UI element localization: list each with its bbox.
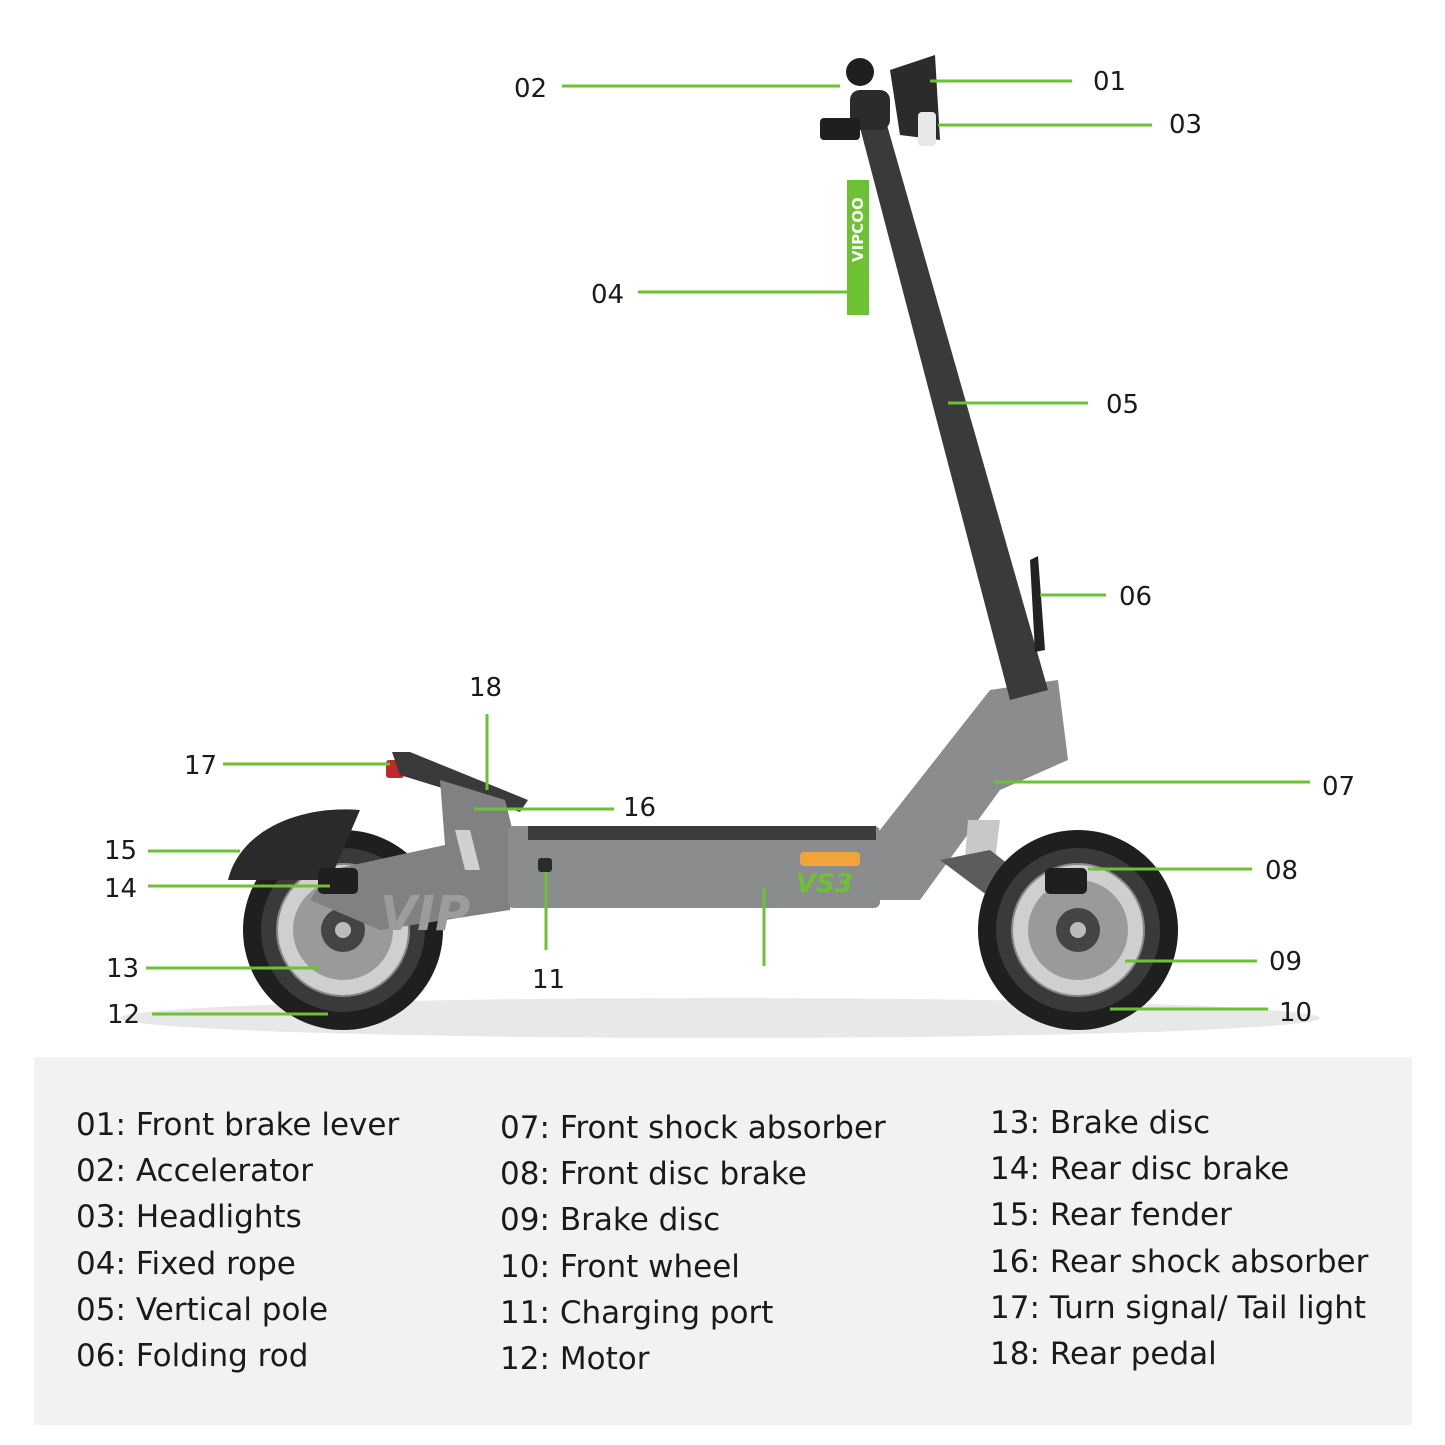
legend-column-2: 07:Front shock absorber 08:Front disc br… xyxy=(500,1105,886,1382)
callout-10: 10 xyxy=(1279,998,1312,1028)
rear-shock xyxy=(455,830,480,870)
vertical-pole xyxy=(858,118,1048,700)
front-disc-caliper xyxy=(1045,868,1087,894)
callout-13: 13 xyxy=(106,954,139,984)
deck-badge: VS3 xyxy=(796,869,853,899)
callout-18: 18 xyxy=(469,673,502,703)
legend-item: 03:Headlights xyxy=(76,1199,302,1236)
swingarm-text: VIP xyxy=(380,886,470,942)
legend-item: 11:Charging port xyxy=(500,1294,774,1331)
parts-legend: 01:Front brake lever 02:Accelerator 03:H… xyxy=(34,1057,1412,1425)
folding-rod xyxy=(1030,556,1045,652)
scooter-illustration: VIP VS3 VIPCOO xyxy=(228,55,1178,1030)
callout-16: 16 xyxy=(623,793,656,823)
callout-17: 17 xyxy=(184,751,217,781)
svg-text:VIPCOO: VIPCOO xyxy=(849,197,867,262)
legend-item: 14:Rear disc brake xyxy=(990,1151,1290,1188)
legend-item: 05:Vertical pole xyxy=(76,1291,329,1328)
legend-column-3: 13:Brake disc 14:Rear disc brake 15:Rear… xyxy=(990,1100,1368,1377)
charging-port xyxy=(538,858,552,872)
callout-06: 06 xyxy=(1119,582,1152,612)
front-wheel xyxy=(978,830,1178,1030)
callout-11: 11 xyxy=(532,965,565,995)
legend-item: 12:Motor xyxy=(500,1341,650,1378)
legend-item: 15:Rear fender xyxy=(990,1197,1232,1234)
front-neck xyxy=(880,680,1068,900)
legend-item: 09:Brake disc xyxy=(500,1202,721,1239)
legend-item: 13:Brake disc xyxy=(990,1105,1211,1141)
legend-item: 07:Front shock absorber xyxy=(500,1110,886,1146)
callout-02: 02 xyxy=(514,74,547,104)
legend-item: 04:Fixed rope xyxy=(76,1245,296,1282)
callout-15: 15 xyxy=(104,836,137,866)
callout-numbers: 01 02 03 04 05 06 07 08 09 10 11 12 13 1… xyxy=(104,67,1355,1030)
rear-disc-caliper xyxy=(318,868,358,894)
legend-item: 02:Accelerator xyxy=(76,1153,314,1190)
legend-item: 06:Folding rod xyxy=(76,1338,309,1375)
callout-03: 03 xyxy=(1169,110,1202,140)
callout-05: 05 xyxy=(1106,390,1139,420)
callout-07: 07 xyxy=(1322,772,1355,802)
front-shock xyxy=(965,820,1000,860)
handlebar xyxy=(820,55,940,146)
rear-swingarm xyxy=(310,780,520,930)
rear-fender xyxy=(228,809,360,880)
legend-item: 17:Turn signal/ Tail light xyxy=(990,1289,1367,1326)
legend-item: 01:Front brake lever xyxy=(76,1107,400,1143)
legend-item: 10:Front wheel xyxy=(500,1248,740,1285)
legend-item: 18:Rear pedal xyxy=(990,1336,1217,1373)
fixed-rope: VIPCOO xyxy=(847,180,869,315)
leader-lines xyxy=(146,79,1310,1016)
callout-04: 04 xyxy=(591,280,624,310)
legend-item: 08:Front disc brake xyxy=(500,1156,807,1193)
legend-item: 16:Rear shock absorber xyxy=(990,1243,1369,1280)
scooter-diagram: VIP VS3 VIPCOO xyxy=(104,55,1355,1038)
callout-14: 14 xyxy=(104,874,137,904)
callout-01: 01 xyxy=(1093,67,1126,97)
legend-column-1: 01:Front brake lever 02:Accelerator 03:H… xyxy=(76,1102,399,1379)
callout-09: 09 xyxy=(1269,947,1302,977)
deck: VS3 xyxy=(508,826,880,908)
callout-12: 12 xyxy=(107,1000,140,1030)
callout-08: 08 xyxy=(1265,856,1298,886)
